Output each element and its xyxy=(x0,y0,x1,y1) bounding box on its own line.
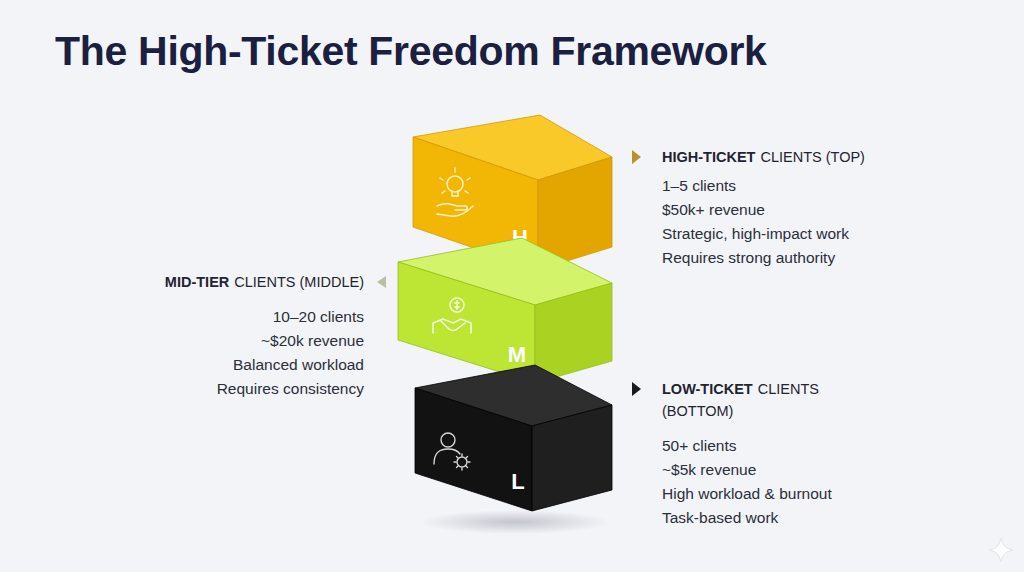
heading-keyword: LOW-TICKET xyxy=(662,381,753,397)
callout-line: $50k+ revenue xyxy=(662,198,992,222)
callout-body: 10–20 clients~$20k revenueBalanced workl… xyxy=(34,305,364,401)
cube-face-front xyxy=(415,388,532,511)
callout-line: 1–5 clients xyxy=(662,174,992,198)
callout-line: ~$5k revenue xyxy=(662,458,867,482)
heading-text: CLIENTS (MIDDLE) xyxy=(234,274,364,290)
callout-block: MID-TIER CLIENTS (MIDDLE) 10–20 clients~$2… xyxy=(34,271,364,401)
callout-line: Task-based work xyxy=(662,506,867,530)
callout-line: Requires consistency xyxy=(34,377,364,401)
callout-body: 50+ clients~$5k revenueHigh workload & b… xyxy=(662,434,867,530)
tier-icon xyxy=(434,433,470,470)
callout-body: 1–5 clients$50k+ revenueStrategic, high-… xyxy=(662,174,992,270)
callout-line: 10–20 clients xyxy=(34,305,364,329)
tier-letter: M xyxy=(502,341,532,369)
tier-letter: L xyxy=(503,468,533,496)
pointer-marker xyxy=(632,382,641,396)
cube-face-side xyxy=(535,283,612,383)
callout-line: Requires strong authority xyxy=(662,246,992,270)
callout-heading: MID-TIER CLIENTS (MIDDLE) xyxy=(34,271,364,293)
drop-shadow xyxy=(420,510,610,534)
cube-shape xyxy=(395,235,617,389)
pointer-marker xyxy=(377,276,386,288)
pointer-marker xyxy=(632,150,641,164)
callout-block: LOW-TICKETCLIENTS (BOTTOM) 50+ clients~$5… xyxy=(662,378,867,530)
heading-text: CLIENTS (TOP) xyxy=(760,149,864,165)
callout-heading: LOW-TICKETCLIENTS (BOTTOM) xyxy=(662,378,867,422)
callout-line: Strategic, high-impact work xyxy=(662,222,992,246)
callout-line: 50+ clients xyxy=(662,434,867,458)
tier-icon xyxy=(433,298,471,333)
cube-face-front xyxy=(398,262,535,383)
callout-block: HIGH-TICKET CLIENTS (TOP) 1–5 clients$50k+… xyxy=(662,146,992,270)
tier-icon xyxy=(437,168,473,216)
cube-node: M xyxy=(395,235,617,389)
heading-keyword: HIGH-TICKET xyxy=(662,149,755,165)
cube-face-side xyxy=(532,405,612,511)
callout-line: Balanced workload xyxy=(34,353,364,377)
callout-heading: HIGH-TICKET CLIENTS (TOP) xyxy=(662,146,992,168)
callout-line: ~$20k revenue xyxy=(34,329,364,353)
diagram-title: The High-Ticket Freedom Framework xyxy=(55,28,767,75)
sparkle-watermark xyxy=(989,538,1013,562)
heading-keyword: MID-TIER xyxy=(165,274,229,290)
callout-line: High workload & burnout xyxy=(662,482,867,506)
cube-node: L xyxy=(412,362,616,516)
